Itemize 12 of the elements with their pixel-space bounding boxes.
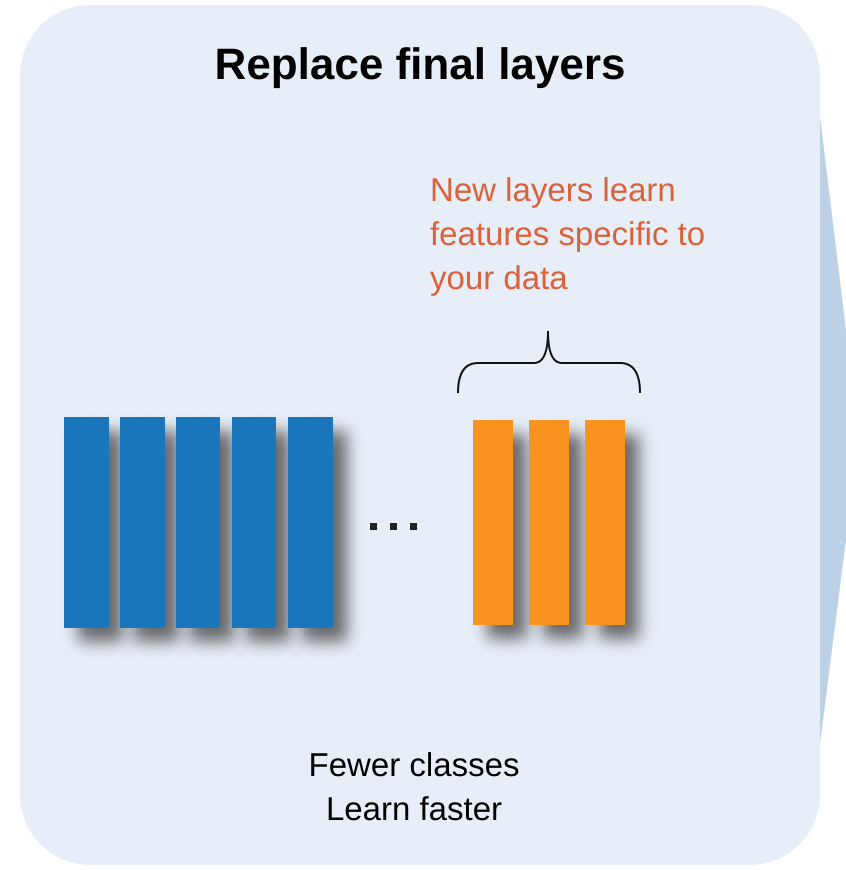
- layer-bar: [120, 417, 165, 628]
- annotation-text: New layers learn features specific to your data: [430, 170, 706, 298]
- caption-text: Fewer classes Learn faster: [308, 745, 520, 829]
- layer-bar: [232, 417, 276, 628]
- panel-title: Replace final layers: [214, 43, 626, 87]
- layer-bar: [288, 417, 333, 628]
- layer-bar: [176, 417, 220, 628]
- layer-bar: [473, 420, 513, 625]
- layer-bar: [585, 420, 625, 625]
- layer-bar: [529, 420, 569, 625]
- panel-background: [20, 5, 820, 865]
- layer-bar: [64, 417, 109, 628]
